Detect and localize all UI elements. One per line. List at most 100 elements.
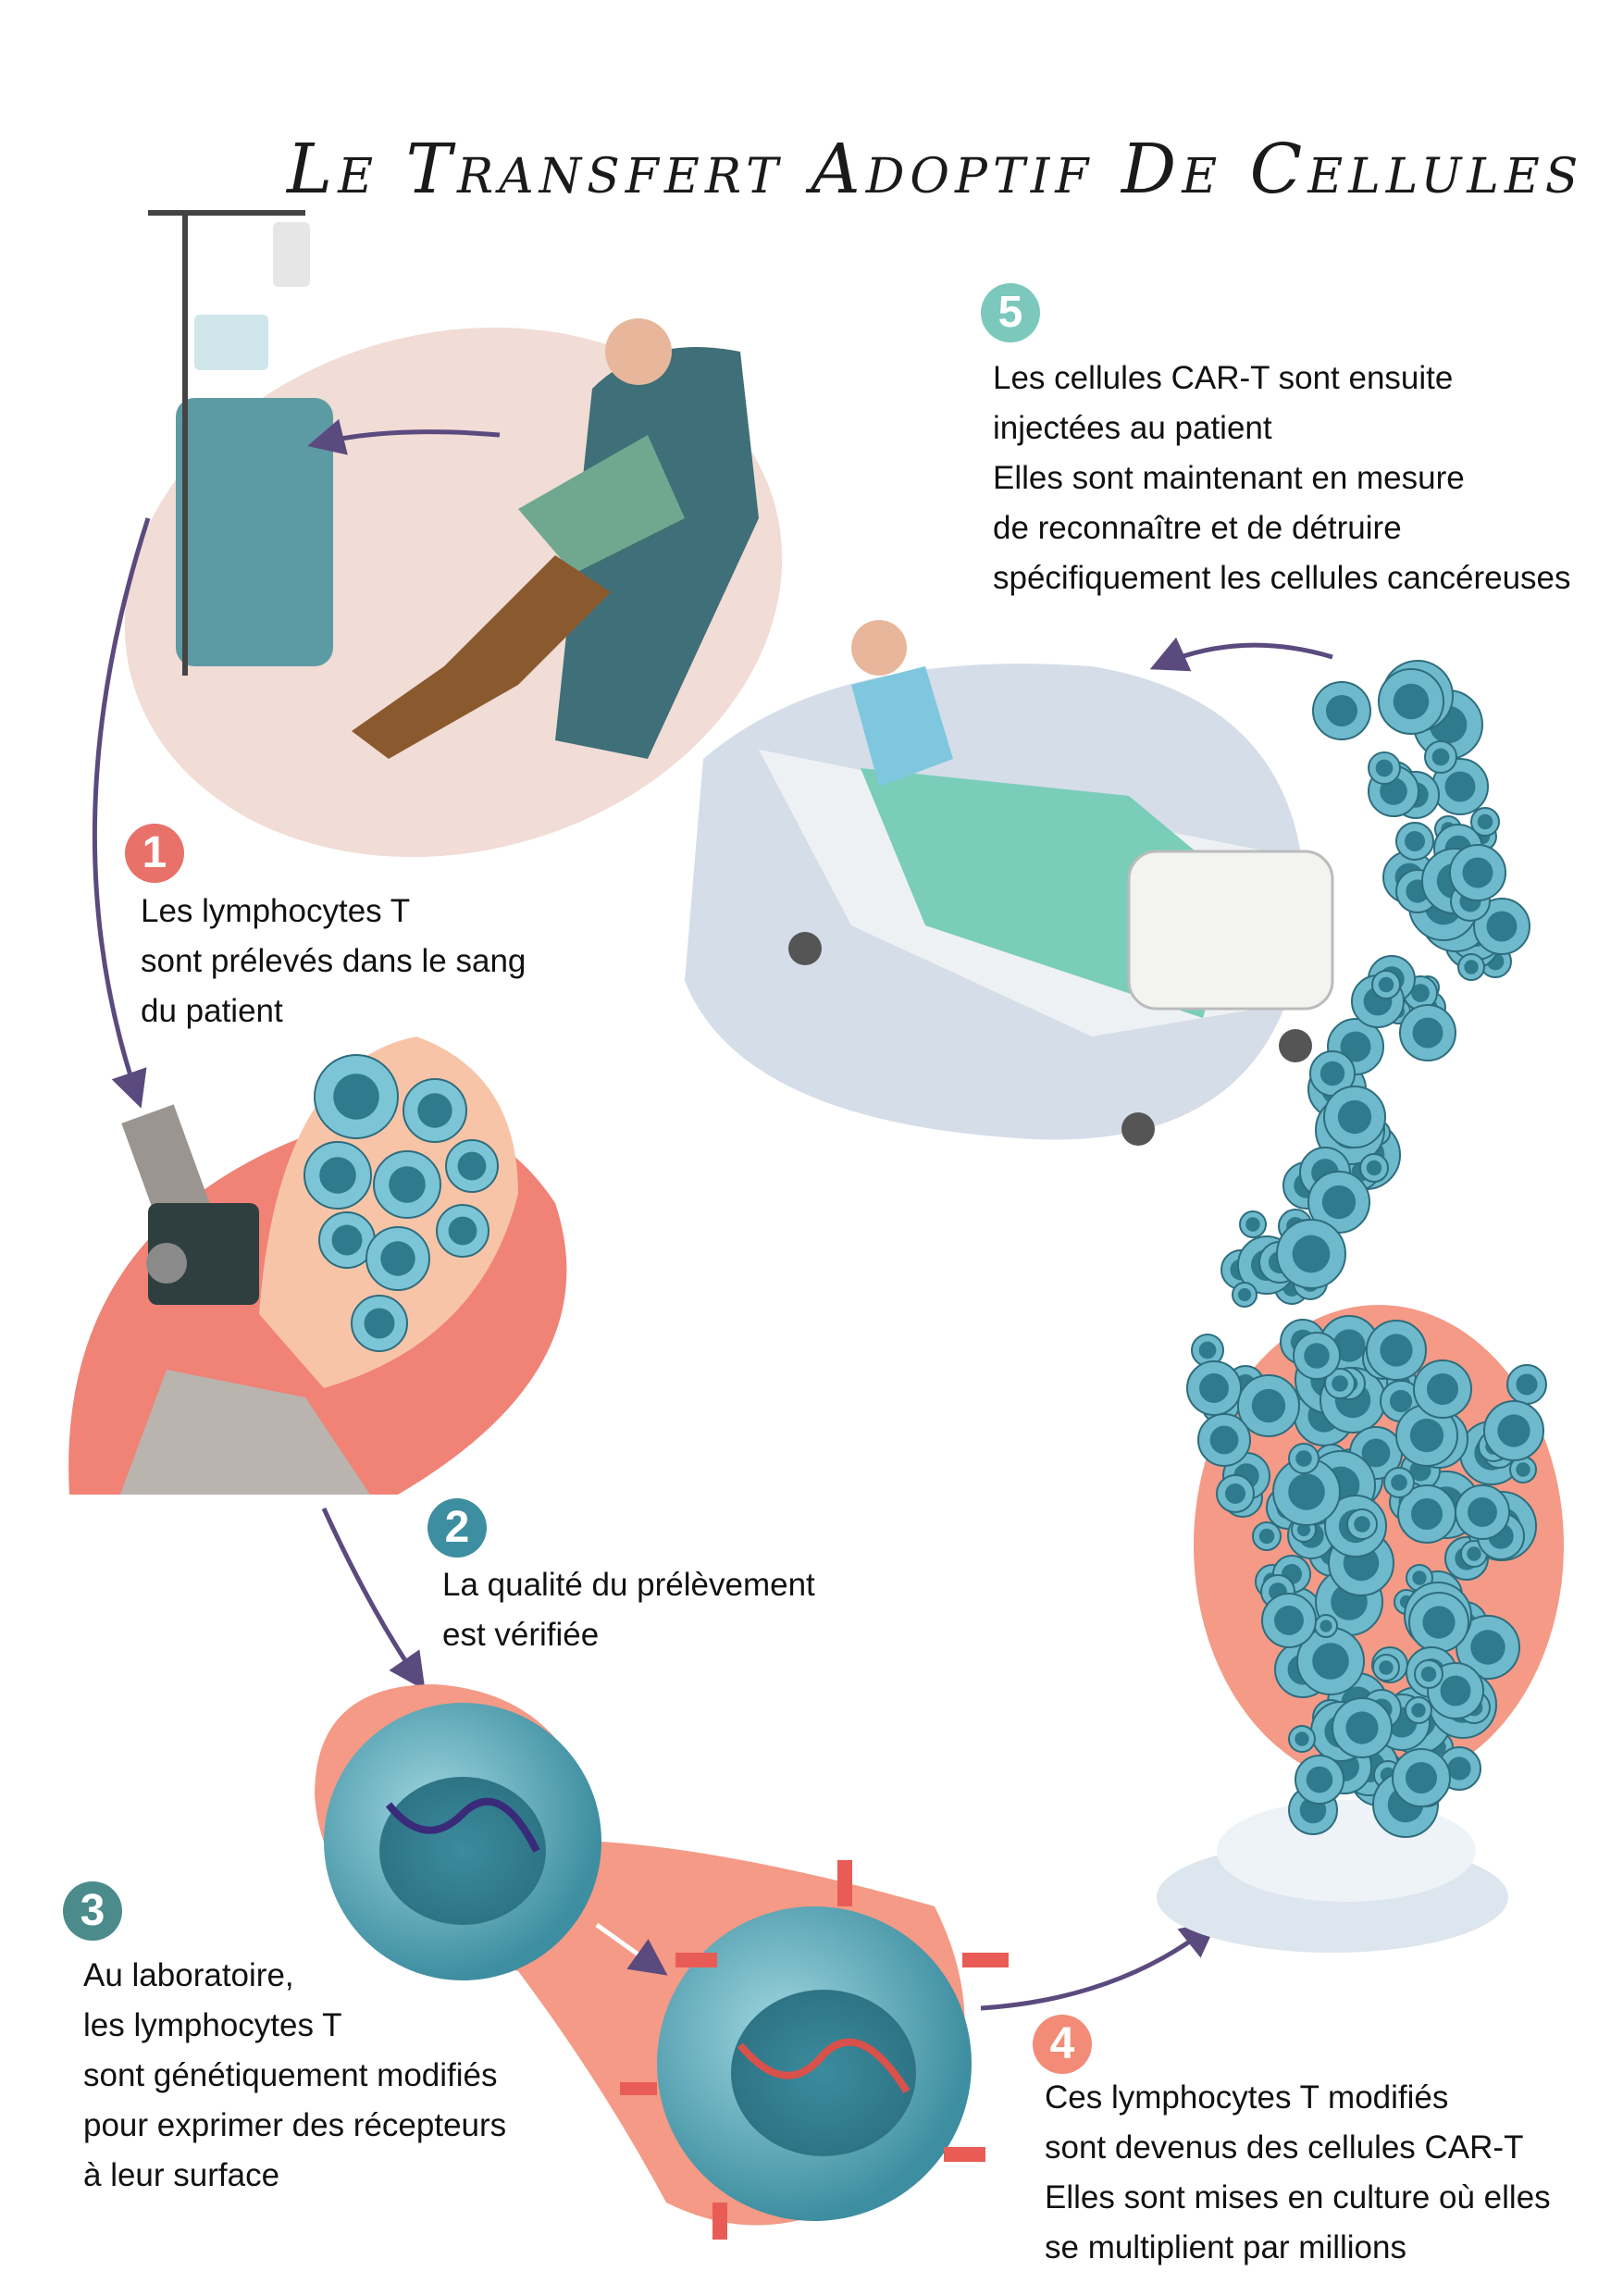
sample-cells xyxy=(304,1054,499,1352)
step-5-text: Les cellules CAR-T sont ensuite injectée… xyxy=(993,354,1571,603)
nucleus-icon xyxy=(1464,960,1479,974)
iv-bag-icon xyxy=(273,222,310,287)
text-line: Les lymphocytes T xyxy=(141,893,411,929)
arrow-2-to-3 xyxy=(321,1507,426,1691)
hospital-bed-scene xyxy=(685,620,1334,1146)
nucleus-icon xyxy=(1245,1217,1260,1232)
nucleus-icon xyxy=(1379,1660,1394,1675)
text-line: pour exprimer des récepteurs xyxy=(83,2107,507,2143)
nucleus-icon xyxy=(1295,1731,1309,1746)
nucleus-icon xyxy=(1468,1497,1497,1527)
receptor-icons xyxy=(620,1860,1009,2240)
nucleus-icon xyxy=(1422,1606,1456,1639)
genetic-modification-scene xyxy=(315,1684,1009,2240)
text-line: spécifiquement les cellules cancéreuses xyxy=(993,560,1571,596)
nucleus-icon xyxy=(1209,1425,1239,1455)
nucleus-icon xyxy=(1405,831,1425,851)
text-line: Les cellules CAR-T sont ensuite xyxy=(993,360,1454,396)
chair xyxy=(555,347,759,759)
step-1-badge: 1 xyxy=(125,824,184,883)
nucleus-icon xyxy=(1292,1235,1331,1273)
nucleus-icon xyxy=(1288,1473,1325,1510)
nucleus-icon xyxy=(1337,1099,1372,1135)
text-line: injectées au patient xyxy=(993,410,1272,446)
nucleus-icon xyxy=(380,1241,415,1276)
nucleus-icon xyxy=(1319,1620,1332,1632)
text-line: de reconnaître et de détruire xyxy=(993,510,1402,546)
nucleus-icon xyxy=(1296,1522,1311,1537)
nucleus-icon xyxy=(1225,1483,1245,1504)
nucleus-icon xyxy=(1486,911,1518,942)
modified-dna-icon xyxy=(737,2038,911,2094)
nucleus-icon xyxy=(1412,1570,1427,1585)
text-line: La qualité du prélèvement xyxy=(442,1567,815,1603)
arrow-3-to-4 xyxy=(980,1920,1219,2011)
text-line: sont devenus des cellules CAR-T xyxy=(1045,2129,1524,2166)
page-title: Le Transfert Adoptif De Cellules xyxy=(287,130,1584,209)
text-line: Elles sont maintenant en mesure xyxy=(993,460,1465,496)
nucleus-icon xyxy=(1304,1343,1330,1369)
nucleus-icon xyxy=(1295,1450,1312,1467)
nucleus-icon xyxy=(389,1166,426,1203)
nucleus-icon xyxy=(1467,1546,1481,1561)
nucleus-icon xyxy=(1431,748,1450,766)
nucleus-icon xyxy=(1306,1766,1333,1793)
nucleus-icon xyxy=(1405,1761,1438,1794)
nucleus-icon xyxy=(1361,1438,1391,1468)
nucleus-icon xyxy=(1251,1388,1286,1423)
microscope-icon xyxy=(121,1104,212,1228)
nucleus-icon xyxy=(1426,1372,1459,1406)
step-5-badge: 5 xyxy=(981,283,1040,342)
nucleus-icon xyxy=(1447,1756,1471,1781)
nucleus-icon xyxy=(1237,1287,1252,1302)
nucleus-icon xyxy=(1391,1474,1407,1491)
nucleus-icon xyxy=(1393,683,1430,720)
text-line: Ces lymphocytes T modifiés xyxy=(1045,2079,1449,2116)
step-1-text: Les lymphocytes T sont prélevés dans le … xyxy=(141,887,526,1036)
nucleus-icon xyxy=(1410,1497,1443,1531)
nucleus-icon xyxy=(1470,1630,1505,1665)
nucleus-icon xyxy=(1199,1373,1229,1403)
nucleus-icon xyxy=(1462,857,1493,888)
nucleus-icon xyxy=(1411,984,1430,1002)
nucleus-icon xyxy=(1516,1373,1538,1396)
nucleus-icon xyxy=(1321,1185,1357,1220)
text-line: à leur surface xyxy=(83,2157,280,2193)
text-line: Au laboratoire, xyxy=(83,1957,294,1993)
nucleus-icon xyxy=(1354,1516,1370,1533)
monitor-icon xyxy=(194,315,268,370)
arrow-injection xyxy=(1149,637,1333,672)
text-line: sont génétiquement modifiés xyxy=(83,2057,498,2093)
nucleus-icon xyxy=(1477,813,1493,830)
text-line: se multiplient par millions xyxy=(1045,2229,1406,2265)
nucleus-icon xyxy=(1345,1711,1379,1744)
nucleus-icon xyxy=(1312,1643,1349,1680)
nucleus-icon xyxy=(1409,1418,1444,1453)
arrow-blood-out xyxy=(307,418,501,455)
step-4-text: Ces lymphocytes T modifiés sont devenus … xyxy=(1045,2073,1551,2273)
nucleus-icon xyxy=(1389,1389,1413,1413)
nucleus-icon xyxy=(1378,976,1394,993)
nucleus-icon xyxy=(1274,1606,1304,1635)
culture-cells xyxy=(1186,660,1547,1838)
text-line: est vérifiée xyxy=(442,1617,600,1653)
nucleus-icon xyxy=(1380,1334,1413,1367)
nucleus-icon xyxy=(1198,1341,1217,1359)
nucleus-icon xyxy=(1332,1375,1348,1392)
patient-shirt xyxy=(518,435,685,574)
nucleus-icon xyxy=(1258,1528,1275,1545)
nucleus-icon xyxy=(457,1151,487,1181)
nucleus-icon xyxy=(1412,1017,1443,1049)
text-line: du patient xyxy=(141,993,283,1029)
nucleus-icon xyxy=(1375,759,1394,777)
step-2-badge: 2 xyxy=(427,1498,487,1558)
step-2-text: La qualité du prélèvement est vérifiée xyxy=(442,1560,815,1660)
nucleus-icon xyxy=(333,1074,379,1120)
nucleus-icon xyxy=(1444,771,1476,802)
nucleus-icon xyxy=(1325,694,1358,727)
arrow-1-to-2 xyxy=(92,517,151,1109)
nucleus-icon xyxy=(1319,1061,1345,1086)
apheresis-scene xyxy=(124,210,783,858)
